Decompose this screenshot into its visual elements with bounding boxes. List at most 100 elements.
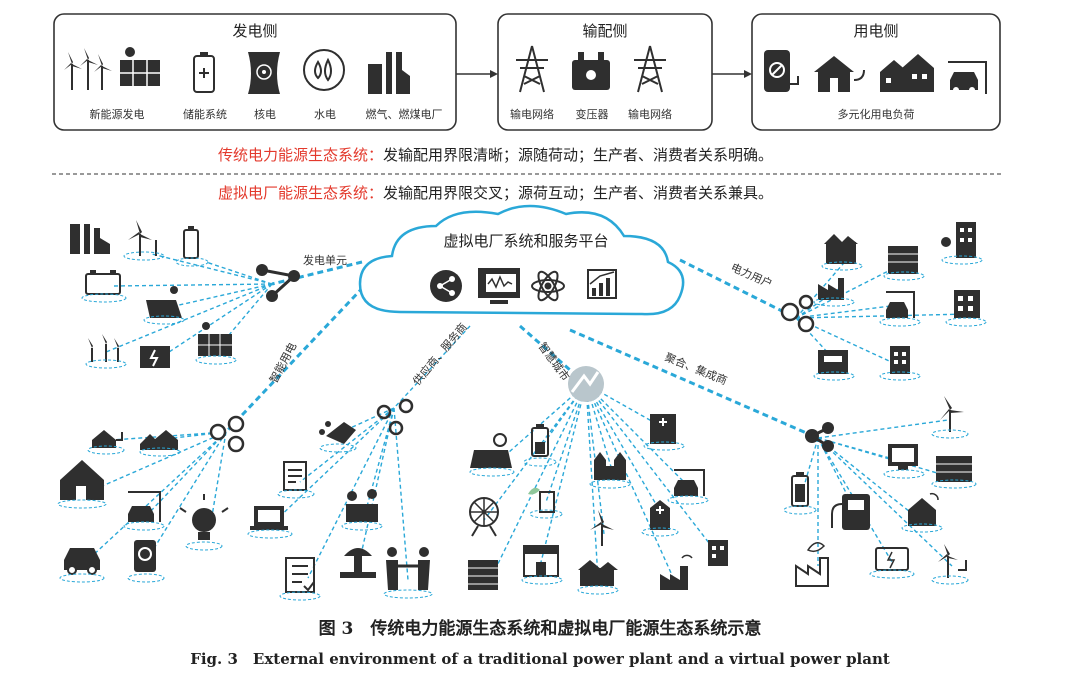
label-smart-use: 智能用电 <box>266 340 299 385</box>
ev-charger-icon <box>948 61 987 94</box>
laptop-icon <box>250 506 288 530</box>
hospital-building-icon <box>650 414 676 444</box>
aggregator-group <box>783 396 977 587</box>
solar-panel-icon <box>470 433 512 468</box>
bar-chart-icon <box>587 269 617 299</box>
trans-title: 输配侧 <box>582 22 627 40</box>
thermal-plant-icon <box>368 52 410 94</box>
computer-icon <box>888 444 918 470</box>
trans-item-3: 输电网络 <box>628 107 672 121</box>
caption-cn: 图 3 传统电力能源生态系统和虚拟电厂能源生态系统示意 <box>319 618 762 639</box>
battery-pack-icon <box>875 547 909 571</box>
svg-text:虚拟电厂能源生态系统：发输配用界限交叉；源荷互动；生产者、消: 虚拟电厂能源生态系统：发输配用界限交叉；源荷互动；生产者、消费者关系兼具。 <box>218 184 773 202</box>
smart-city-hub-icon <box>568 366 604 402</box>
charging-cabinet-icon <box>140 346 170 368</box>
generation-side-box: 发电侧 新能源发电 储能系统 核电 水电 <box>53 13 457 131</box>
hospital-icon <box>650 500 670 530</box>
solar-panel-icon <box>146 286 182 318</box>
traditional-desc: 发输配用界限清晰；源随荷动；生产者、消费者关系明确。 <box>383 146 773 164</box>
townhouse-icon <box>824 234 858 264</box>
factory-icon <box>70 224 110 254</box>
wind-turbine-icon <box>128 220 157 256</box>
wind-turbine-icon <box>590 510 614 546</box>
solar-panel-icon <box>120 47 160 86</box>
caption-en: Fig. 3 External environment of a traditi… <box>190 650 890 668</box>
label-supplier: 供应商、服务商 <box>410 320 470 388</box>
battery-icon <box>531 424 549 457</box>
tall-building-icon <box>941 222 976 258</box>
battery-icon <box>183 226 199 259</box>
cloud-platform: 虚拟电厂系统和服务平台 <box>358 204 685 316</box>
cloud-title: 虚拟电厂系统和服务平台 <box>443 232 608 250</box>
handshake-icon <box>386 547 430 590</box>
5g-house-icon <box>908 492 939 526</box>
house-plug-icon <box>814 56 865 92</box>
townhouse-icon <box>578 560 618 586</box>
wind-turbine-icon <box>88 334 119 362</box>
electric-car-icon <box>64 548 100 575</box>
gen-item-5: 燃气、燃煤电厂 <box>366 107 443 121</box>
factory-wifi-icon <box>660 554 693 590</box>
houses-icon <box>140 430 178 450</box>
fuel-pump-icon <box>831 494 870 530</box>
transmission-side-box: 输配侧 输电网络 变压器 输电网络 <box>497 13 713 131</box>
shop-icon <box>818 350 848 374</box>
office-building-icon <box>888 246 918 274</box>
connectors <box>83 253 969 585</box>
gen-title: 发电侧 <box>232 22 277 40</box>
wind-turbine-plug-icon <box>938 544 967 578</box>
hydro-icon <box>303 49 345 91</box>
ev-charger-icon <box>886 291 915 318</box>
flow-arrow <box>456 70 498 78</box>
document-icon <box>283 461 307 491</box>
light-bulb-icon <box>179 494 229 540</box>
hand-coins-icon <box>319 421 356 444</box>
building-block-icon <box>954 290 980 318</box>
consumption-side-box: 用电侧 多元化用电负荷 <box>751 13 1001 131</box>
office-building-icon <box>936 456 972 482</box>
ev-charger-icon <box>128 491 161 522</box>
house-plug-icon <box>92 430 123 448</box>
aggregator-hub-icon <box>805 422 834 452</box>
wind-turbine-icon <box>940 396 964 432</box>
virtual-note: 虚拟电厂能源生态系统：发输配用界限交叉；源荷互动；生产者、消费者关系兼具。 <box>218 184 773 202</box>
meeting-icon <box>346 489 378 522</box>
castle-icon <box>594 452 626 480</box>
supplier-group <box>247 421 433 601</box>
transformer-icon <box>572 52 610 90</box>
traditional-note: 传统电力能源生态系统：发输配用界限清晰；源随荷动；生产者、消费者关系明确。 <box>218 146 773 164</box>
use-item-1: 多元化用电负荷 <box>838 107 915 121</box>
trans-item-1: 输电网络 <box>510 107 554 121</box>
atom-icon <box>531 270 565 302</box>
gen-item-2: 储能系统 <box>183 107 227 121</box>
label-gen-unit: 发电单元 <box>303 253 347 267</box>
gen-item-4: 水电 <box>314 108 336 121</box>
gen-item-1: 新能源发电 <box>90 107 145 121</box>
use-title: 用电侧 <box>853 22 898 40</box>
smart-use-hub-icon <box>209 415 245 453</box>
virtual-desc: 发输配用界限交叉；源荷互动；生产者、消费者关系兼具。 <box>383 184 773 202</box>
ferris-wheel-icon <box>469 497 499 537</box>
traditional-label: 传统电力能源生态系统： <box>218 146 383 164</box>
label-smart-city: 智慧城市 <box>536 340 573 384</box>
trans-item-2: 变压器 <box>576 107 609 121</box>
tall-building-icon <box>708 540 728 566</box>
house-icon <box>60 460 104 500</box>
label-aggregator: 聚合、集成商 <box>663 350 729 388</box>
battery-pack-icon <box>85 270 121 295</box>
wind-turbine-icon <box>64 48 112 90</box>
lamp-icon <box>340 548 376 578</box>
houses-icon <box>880 54 934 92</box>
hotel-icon <box>890 346 910 374</box>
checklist-icon <box>285 557 315 593</box>
factory-icon <box>818 278 844 300</box>
eco-factory-icon <box>795 542 829 587</box>
gen-item-3: 核电 <box>254 107 276 121</box>
nuclear-plant-icon <box>248 52 280 94</box>
battery-icon <box>193 52 215 93</box>
flow-arrow <box>712 70 752 78</box>
ev-charger-icon <box>674 469 705 496</box>
label-power-user: 电力用户 <box>729 260 775 291</box>
gears-hub-icon <box>376 398 414 436</box>
